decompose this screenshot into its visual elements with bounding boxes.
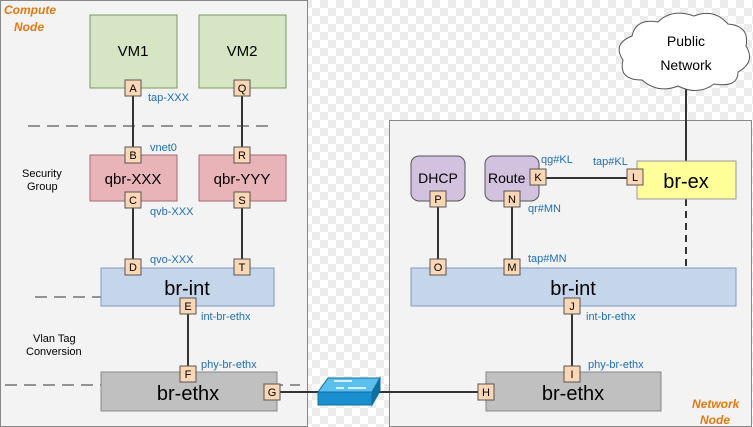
public-network-line1: Public	[667, 33, 705, 49]
iface-phy-br-ethx-compute: phy-br-ethx	[201, 359, 257, 371]
port-d[interactable]	[124, 258, 142, 276]
port-c-label: C	[129, 195, 137, 207]
port-h[interactable]	[477, 383, 495, 401]
network-node-title-line2: Node	[700, 413, 730, 427]
iface-vnet0: vnet0	[150, 142, 177, 154]
qbr-yyy-label: qbr-YYY	[214, 171, 271, 188]
port-f-label: F	[185, 369, 192, 381]
port-n-label: N	[508, 194, 516, 206]
port-j-label: J	[569, 301, 575, 313]
network-node-title-line1: Network	[692, 397, 741, 411]
br-int-network-label: br-int	[550, 278, 596, 300]
port-d-label: D	[129, 262, 137, 274]
port-e[interactable]	[179, 297, 197, 315]
iface-int-br-ethx-compute: int-br-ethx	[201, 311, 251, 323]
port-q-label: Q	[238, 83, 247, 95]
cloud-icon	[618, 12, 751, 91]
port-c[interactable]	[124, 191, 142, 209]
iface-int-br-ethx-network: int-br-ethx	[586, 311, 636, 323]
port-e-label: E	[184, 301, 191, 313]
port-g[interactable]	[263, 383, 281, 401]
port-b-label: B	[129, 150, 136, 162]
iface-qg-kl: qg#KL	[541, 154, 573, 166]
port-k[interactable]	[529, 168, 547, 186]
port-o-label: O	[434, 262, 443, 274]
port-n[interactable]	[503, 190, 521, 208]
port-m-label: M	[507, 262, 516, 274]
vm2-label: VM2	[227, 43, 258, 60]
port-p-label: P	[434, 194, 441, 206]
vm2-box[interactable]	[198, 14, 287, 89]
port-o[interactable]	[429, 258, 447, 276]
network-switch-icon	[317, 376, 381, 407]
iface-qr-mn: qr#MN	[528, 203, 561, 215]
public-network-line2: Network	[660, 57, 712, 73]
port-r[interactable]	[233, 146, 251, 164]
qbr-xxx-label: qbr-XXX	[105, 171, 162, 188]
security-group-label-line2: Group	[27, 181, 58, 193]
port-j[interactable]	[563, 297, 581, 315]
br-ex-label: br-ex	[663, 171, 709, 193]
dhcp-label: DHCP	[418, 170, 458, 186]
port-f[interactable]	[179, 365, 197, 383]
port-t-label: T	[239, 262, 246, 274]
iface-tap-kl: tap#KL	[593, 156, 628, 168]
iface-tap-xxx: tap-XXX	[148, 92, 190, 104]
iface-qvb-xxx: qvb-XXX	[150, 206, 194, 218]
port-m[interactable]	[503, 258, 521, 276]
port-t[interactable]	[233, 258, 251, 276]
port-l[interactable]	[626, 168, 644, 186]
br-ethx-network-label: br-ethx	[542, 383, 604, 405]
port-i[interactable]	[563, 365, 581, 383]
br-ex-box[interactable]	[636, 160, 737, 200]
network-links	[437, 88, 687, 372]
port-q[interactable]	[233, 79, 251, 97]
vlan-tag-label-line1: Vlan Tag	[33, 333, 76, 345]
br-int-compute-label: br-int	[164, 278, 210, 300]
port-l-label: L	[632, 172, 638, 184]
compute-node-title-line1: Compute	[4, 3, 56, 17]
iface-phy-br-ethx-network: phy-br-ethx	[588, 359, 644, 371]
port-p[interactable]	[429, 190, 447, 208]
vm1-box[interactable]	[89, 14, 178, 89]
port-b[interactable]	[124, 146, 142, 164]
port-s[interactable]	[233, 191, 251, 209]
vm1-label: VM1	[118, 43, 149, 60]
iface-tap-mn: tap#MN	[528, 253, 567, 265]
compute-node-title-line2: Node	[14, 20, 44, 34]
port-k-label: K	[534, 172, 542, 184]
port-r-label: R	[238, 150, 246, 162]
port-a-label: A	[129, 83, 137, 95]
br-ethx-compute-label: br-ethx	[157, 383, 219, 405]
vlan-tag-label-line2: Conversion	[26, 346, 82, 358]
port-g-label: G	[268, 387, 277, 399]
port-a[interactable]	[124, 79, 142, 97]
port-h-label: H	[482, 387, 490, 399]
iface-qvo-xxx: qvo-XXX	[150, 254, 194, 266]
port-s-label: S	[238, 195, 245, 207]
security-group-label-line1: Security	[22, 168, 62, 180]
router-label: Route	[488, 170, 526, 186]
port-i-label: I	[570, 369, 573, 381]
